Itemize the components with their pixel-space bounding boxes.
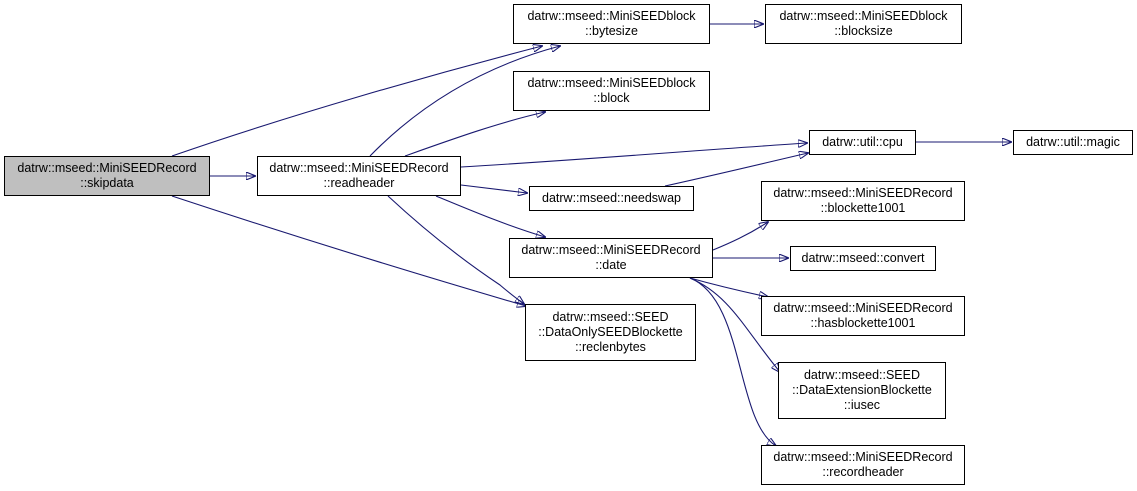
edge-date-to-blockette1001 <box>712 222 768 251</box>
node-bytesize-line-2: ::bytesize <box>585 24 638 38</box>
edge-date-to-hasblockette1001 <box>689 277 768 297</box>
node-convert-line-1: datrw::mseed::convert <box>801 251 925 265</box>
node-needswap[interactable]: datrw::mseed::needswap <box>529 186 694 211</box>
node-readheader-line-2: ::readheader <box>323 176 395 190</box>
edge-date-to-iusec <box>689 277 780 372</box>
node-blocksize[interactable]: datrw::mseed::MiniSEEDblock ::blocksize <box>765 4 962 44</box>
node-magic-line-1: datrw::util::magic <box>1026 135 1120 149</box>
node-blockette1001-line-1: datrw::mseed::MiniSEEDRecord <box>773 186 953 200</box>
node-iusec[interactable]: datrw::mseed::SEED ::DataExtensionBlocke… <box>778 362 946 419</box>
node-block-line-1: datrw::mseed::MiniSEEDblock <box>527 76 696 90</box>
node-recordheader[interactable]: datrw::mseed::MiniSEEDRecord ::recordhea… <box>761 445 965 485</box>
node-cpu[interactable]: datrw::util::cpu <box>809 130 916 155</box>
edge-readheader-to-date <box>435 195 545 237</box>
node-needswap-line-1: datrw::mseed::needswap <box>542 191 681 205</box>
node-iusec-line-2: ::DataExtensionBlockette <box>792 383 932 397</box>
edge-readheader-to-cpu <box>460 143 807 168</box>
node-reclenbytes-line-3: ::reclenbytes <box>575 340 646 354</box>
node-recordheader-line-2: ::recordheader <box>822 465 904 479</box>
node-bytesize[interactable]: datrw::mseed::MiniSEEDblock ::bytesize <box>513 4 710 44</box>
edge-skipdata-to-bytesize <box>171 46 542 157</box>
node-date-line-2: ::date <box>595 258 627 272</box>
node-readheader-line-1: datrw::mseed::MiniSEEDRecord <box>269 161 449 175</box>
node-block[interactable]: datrw::mseed::MiniSEEDblock ::block <box>513 71 710 111</box>
edge-readheader-to-block <box>404 112 545 157</box>
node-iusec-line-3: ::iusec <box>843 398 881 412</box>
node-reclenbytes-line-1: datrw::mseed::SEED <box>552 310 669 324</box>
node-date[interactable]: datrw::mseed::MiniSEEDRecord ::date <box>509 238 713 278</box>
edge-readheader-to-bytesize <box>369 46 560 157</box>
node-bytesize-line-1: datrw::mseed::MiniSEEDblock <box>527 9 696 23</box>
node-blocksize-line-1: datrw::mseed::MiniSEEDblock <box>779 9 948 23</box>
edge-readheader-to-reclenbytes <box>387 195 524 304</box>
node-blockette1001-line-2: ::blockette1001 <box>820 201 906 215</box>
node-blockette1001[interactable]: datrw::mseed::MiniSEEDRecord ::blockette… <box>761 181 965 221</box>
node-readheader[interactable]: datrw::mseed::MiniSEEDRecord ::readheade… <box>257 156 461 196</box>
node-convert[interactable]: datrw::mseed::convert <box>790 246 936 271</box>
node-block-line-2: ::block <box>593 91 630 105</box>
edge-skipdata-to-reclenbytes <box>171 195 526 306</box>
node-hasblockette1001[interactable]: datrw::mseed::MiniSEEDRecord ::hasblocke… <box>761 296 965 336</box>
node-hasblockette1001-line-1: datrw::mseed::MiniSEEDRecord <box>773 301 953 315</box>
node-recordheader-line-1: datrw::mseed::MiniSEEDRecord <box>773 450 953 464</box>
node-skipdata: datrw::mseed::MiniSEEDRecord ::skipdata <box>4 156 210 196</box>
edge-readheader-to-needswap <box>460 184 527 193</box>
node-reclenbytes[interactable]: datrw::mseed::SEED ::DataOnlySEEDBlocket… <box>525 304 696 361</box>
node-hasblockette1001-line-2: ::hasblockette1001 <box>810 316 916 330</box>
node-magic[interactable]: datrw::util::magic <box>1013 130 1133 155</box>
node-reclenbytes-line-2: ::DataOnlySEEDBlockette <box>538 325 683 339</box>
node-skipdata-line-1: datrw::mseed::MiniSEEDRecord <box>17 161 197 175</box>
edge-date-to-recordheader <box>689 277 776 446</box>
node-date-line-1: datrw::mseed::MiniSEEDRecord <box>521 243 701 257</box>
node-cpu-line-1: datrw::util::cpu <box>822 135 903 149</box>
node-skipdata-line-2: ::skipdata <box>80 176 134 190</box>
node-iusec-line-1: datrw::mseed::SEED <box>803 368 920 382</box>
edge-needswap-to-cpu <box>664 153 808 187</box>
node-blocksize-line-2: ::blocksize <box>834 24 893 38</box>
